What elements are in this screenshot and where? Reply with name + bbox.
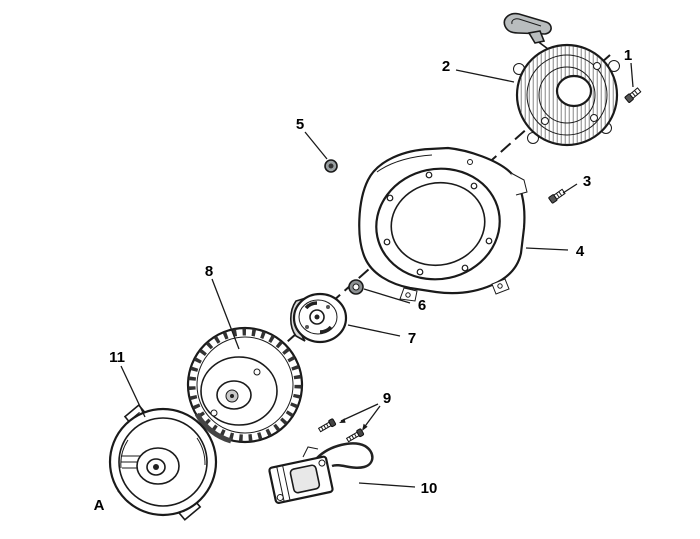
- blower-housing: [358, 146, 528, 302]
- callout-labels: 1 2 3 4 5 6 7 8 9 10 11 A: [94, 47, 633, 514]
- callout-9: 9: [383, 390, 391, 407]
- callout-2: 2: [442, 58, 450, 75]
- bolt-part-1: [624, 87, 642, 103]
- nut-part-5: [324, 159, 338, 173]
- washer-part-6: [348, 279, 364, 295]
- callout-10: 10: [421, 480, 438, 497]
- recoil-starter-assembly: [503, 12, 620, 147]
- starter-handle: [503, 12, 552, 44]
- starter-pulley-part-7: [289, 292, 348, 344]
- leader-lines: [120, 62, 634, 488]
- screw-part-9a: [317, 418, 337, 433]
- screw-part-9b: [345, 428, 365, 443]
- callout-4: 4: [576, 243, 585, 260]
- callout-7: 7: [408, 330, 416, 347]
- callout-11: 11: [109, 349, 125, 366]
- callout-8: 8: [205, 263, 213, 280]
- ignition-coil-part-10: [268, 442, 374, 504]
- callout-6: 6: [418, 297, 426, 314]
- flywheel-part-8: [186, 326, 304, 444]
- coil-lead-wire: [316, 442, 374, 469]
- recoil-center-hole: [555, 74, 593, 108]
- callout-A: A: [94, 497, 105, 514]
- callout-5: 5: [296, 116, 304, 133]
- starter-cup-part-11: [108, 403, 218, 521]
- callout-1: 1: [624, 47, 632, 64]
- center-axis-line: [117, 54, 611, 493]
- screw-part-3: [548, 188, 566, 204]
- callout-3: 3: [583, 173, 591, 190]
